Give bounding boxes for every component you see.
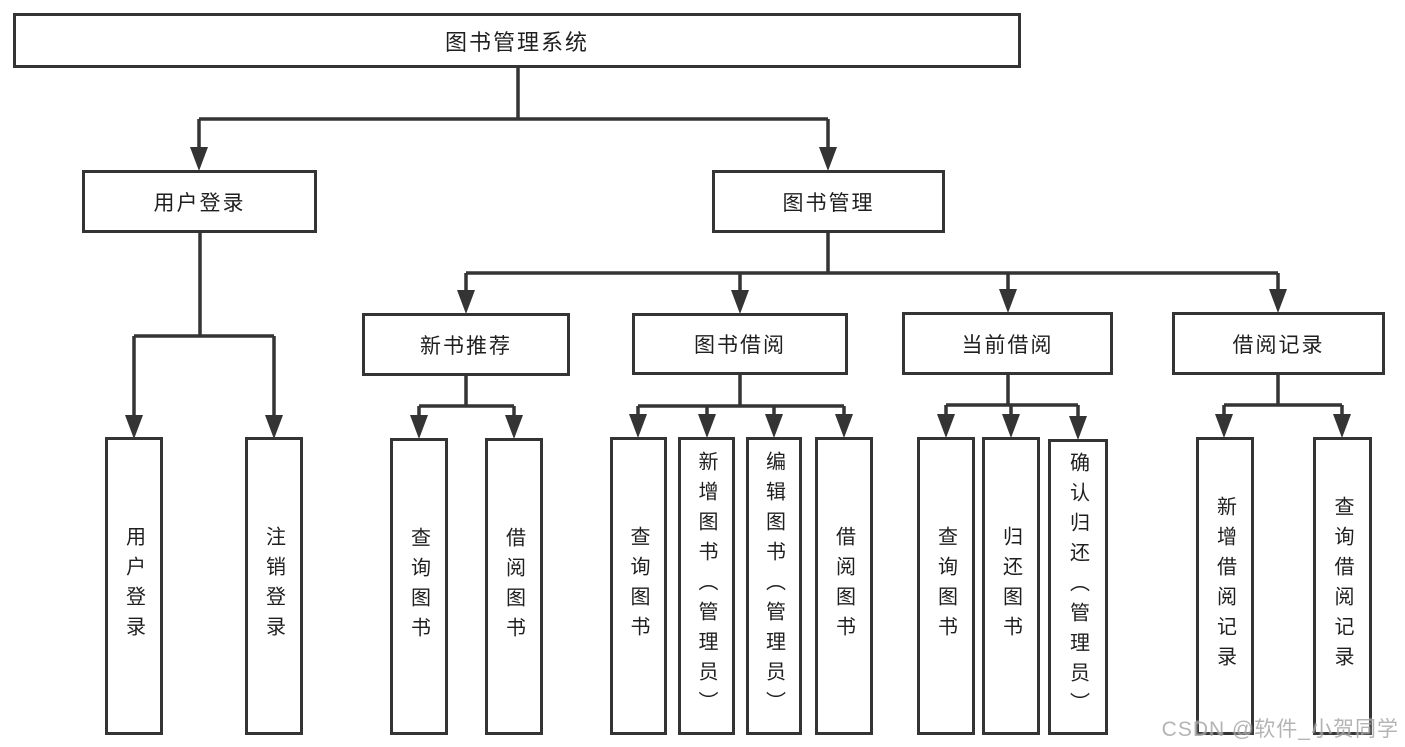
node-borrow-records: 借阅记录 <box>1172 312 1385 375</box>
arrow-down-icon <box>505 415 523 439</box>
leaf-query-borrow-record: 查询借阅记录 <box>1313 437 1372 735</box>
node-book-management: 图书管理 <box>712 170 945 233</box>
arrow-down-icon <box>125 415 143 439</box>
connector-book-borrow <box>636 375 846 416</box>
arrow-down-icon <box>819 147 837 171</box>
arrow-down-icon <box>1002 414 1020 438</box>
arrow-down-icon <box>410 415 428 439</box>
connector-current-borrow <box>944 375 1080 416</box>
arrow-down-icon <box>999 289 1017 313</box>
arrow-down-icon <box>629 414 647 438</box>
connector-book-mgmt <box>464 233 1280 293</box>
leaf-add-books-admin: 新增图书（管理员） <box>678 437 735 735</box>
arrowhead-icons <box>125 147 1351 440</box>
arrow-down-icon <box>265 415 283 439</box>
leaf-query-books-3: 查询图书 <box>917 437 975 735</box>
connector-borrow-records <box>1222 375 1344 416</box>
leaf-edit-books-admin: 编辑图书（管理员） <box>746 437 802 735</box>
arrow-down-icon <box>698 414 716 438</box>
leaf-query-books-2: 查询图书 <box>610 437 667 735</box>
leaf-confirm-return-admin: 确认归还（管理员） <box>1048 439 1108 735</box>
leaf-add-borrow-record: 新增借阅记录 <box>1196 437 1254 735</box>
arrow-down-icon <box>937 414 955 438</box>
arrow-down-icon <box>1215 414 1233 438</box>
csdn-watermark: CSDN @软件_小贺同学 <box>1161 718 1399 741</box>
leaf-borrow-books-2: 借阅图书 <box>815 437 873 735</box>
arrow-down-icon <box>190 147 208 171</box>
node-library-system: 图书管理系统 <box>13 13 1021 68</box>
leaf-user-login: 用户登录 <box>105 437 163 735</box>
arrow-down-icon <box>1333 414 1351 438</box>
arrow-down-icon <box>731 290 749 314</box>
leaf-borrow-books-1: 借阅图书 <box>485 438 543 735</box>
arrow-down-icon <box>835 414 853 438</box>
node-new-book-recommend: 新书推荐 <box>362 313 570 376</box>
leaf-query-books-1: 查询图书 <box>390 438 448 735</box>
leaf-return-books: 归还图书 <box>982 437 1040 735</box>
leaf-logout: 注销登录 <box>245 437 303 735</box>
connector-user-login <box>132 232 276 418</box>
node-book-borrow: 图书借阅 <box>632 313 848 375</box>
arrow-down-icon <box>1269 289 1287 313</box>
arrow-down-icon <box>765 414 783 438</box>
connector-new-books <box>417 376 516 418</box>
connector-root <box>197 68 830 150</box>
node-user-login: 用户登录 <box>82 170 317 233</box>
arrow-down-icon <box>1069 416 1087 440</box>
node-current-borrow: 当前借阅 <box>902 312 1113 375</box>
arrow-down-icon <box>457 290 475 314</box>
